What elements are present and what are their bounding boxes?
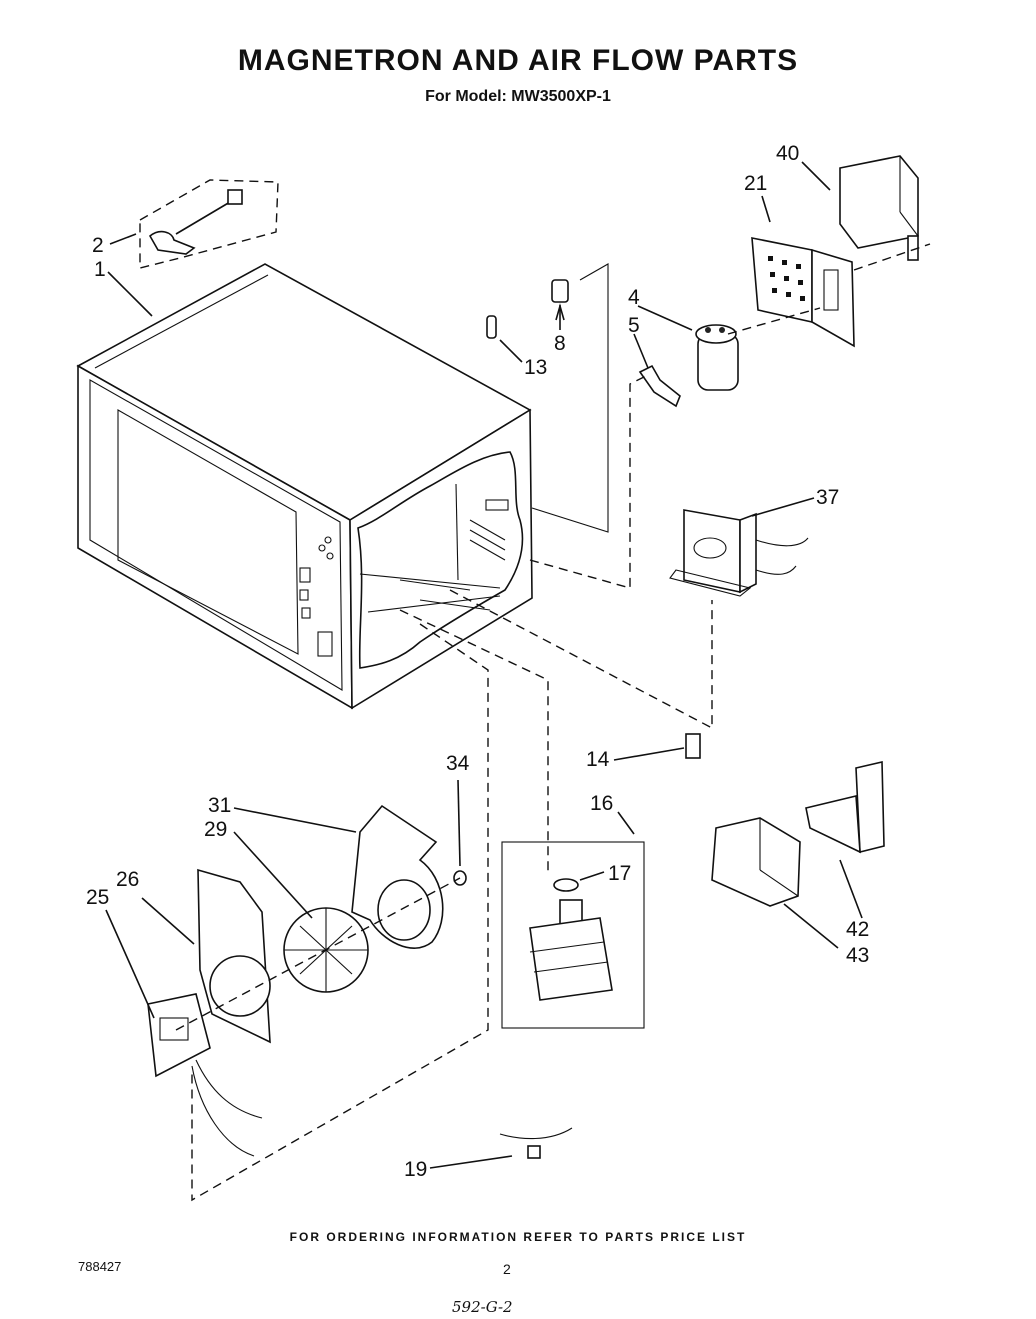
capacitor — [638, 324, 739, 408]
callout-31: 31 — [208, 794, 231, 817]
thermal-cutout — [685, 733, 701, 759]
callout-37: 37 — [816, 486, 839, 509]
callout-4: 4 — [628, 286, 640, 309]
callout-17: 17 — [608, 862, 631, 885]
air-guide — [711, 760, 885, 907]
callout-29: 29 — [204, 818, 227, 841]
assembly-lines — [175, 243, 931, 1202]
oven-cabinet — [76, 263, 533, 710]
callout-labels: 2 1 4 5 8 13 40 21 37 14 16 17 34 31 29 … — [86, 142, 869, 1181]
document-number: 788427 — [78, 1259, 122, 1274]
page-title: MAGNETRON AND AIR FLOW PARTS — [237, 44, 799, 77]
hinge-assembly — [139, 179, 279, 269]
model-subtitle: For Model: MW3500XP-1 — [425, 88, 611, 105]
fasteners — [486, 279, 569, 339]
callout-1: 1 — [94, 258, 106, 281]
callout-40: 40 — [776, 142, 799, 165]
magnetron-assembly — [501, 841, 645, 1029]
handwritten-note: 592-G-2 — [452, 1298, 513, 1316]
callout-21: 21 — [744, 172, 767, 195]
callout-5: 5 — [628, 314, 640, 337]
callout-16: 16 — [590, 792, 613, 815]
callout-14: 14 — [586, 748, 610, 771]
wire-connector — [499, 1127, 573, 1159]
callout-42: 42 — [846, 918, 869, 941]
callout-arrows — [105, 161, 863, 1169]
callout-26: 26 — [116, 868, 139, 891]
callout-13: 13 — [524, 356, 547, 379]
page-number: 2 — [503, 1261, 511, 1277]
callout-19: 19 — [404, 1158, 427, 1181]
callout-25: 25 — [86, 886, 109, 909]
cover-40 — [839, 155, 919, 261]
callout-2: 2 — [92, 234, 104, 257]
ordering-info-footer: FOR ORDERING INFORMATION REFER TO PARTS … — [289, 1230, 747, 1244]
transformer — [669, 509, 809, 597]
callout-34: 34 — [446, 752, 470, 775]
fan-assembly — [147, 804, 467, 1157]
callout-8: 8 — [554, 332, 566, 355]
mounting-bracket — [751, 237, 855, 348]
callout-43: 43 — [846, 944, 869, 967]
